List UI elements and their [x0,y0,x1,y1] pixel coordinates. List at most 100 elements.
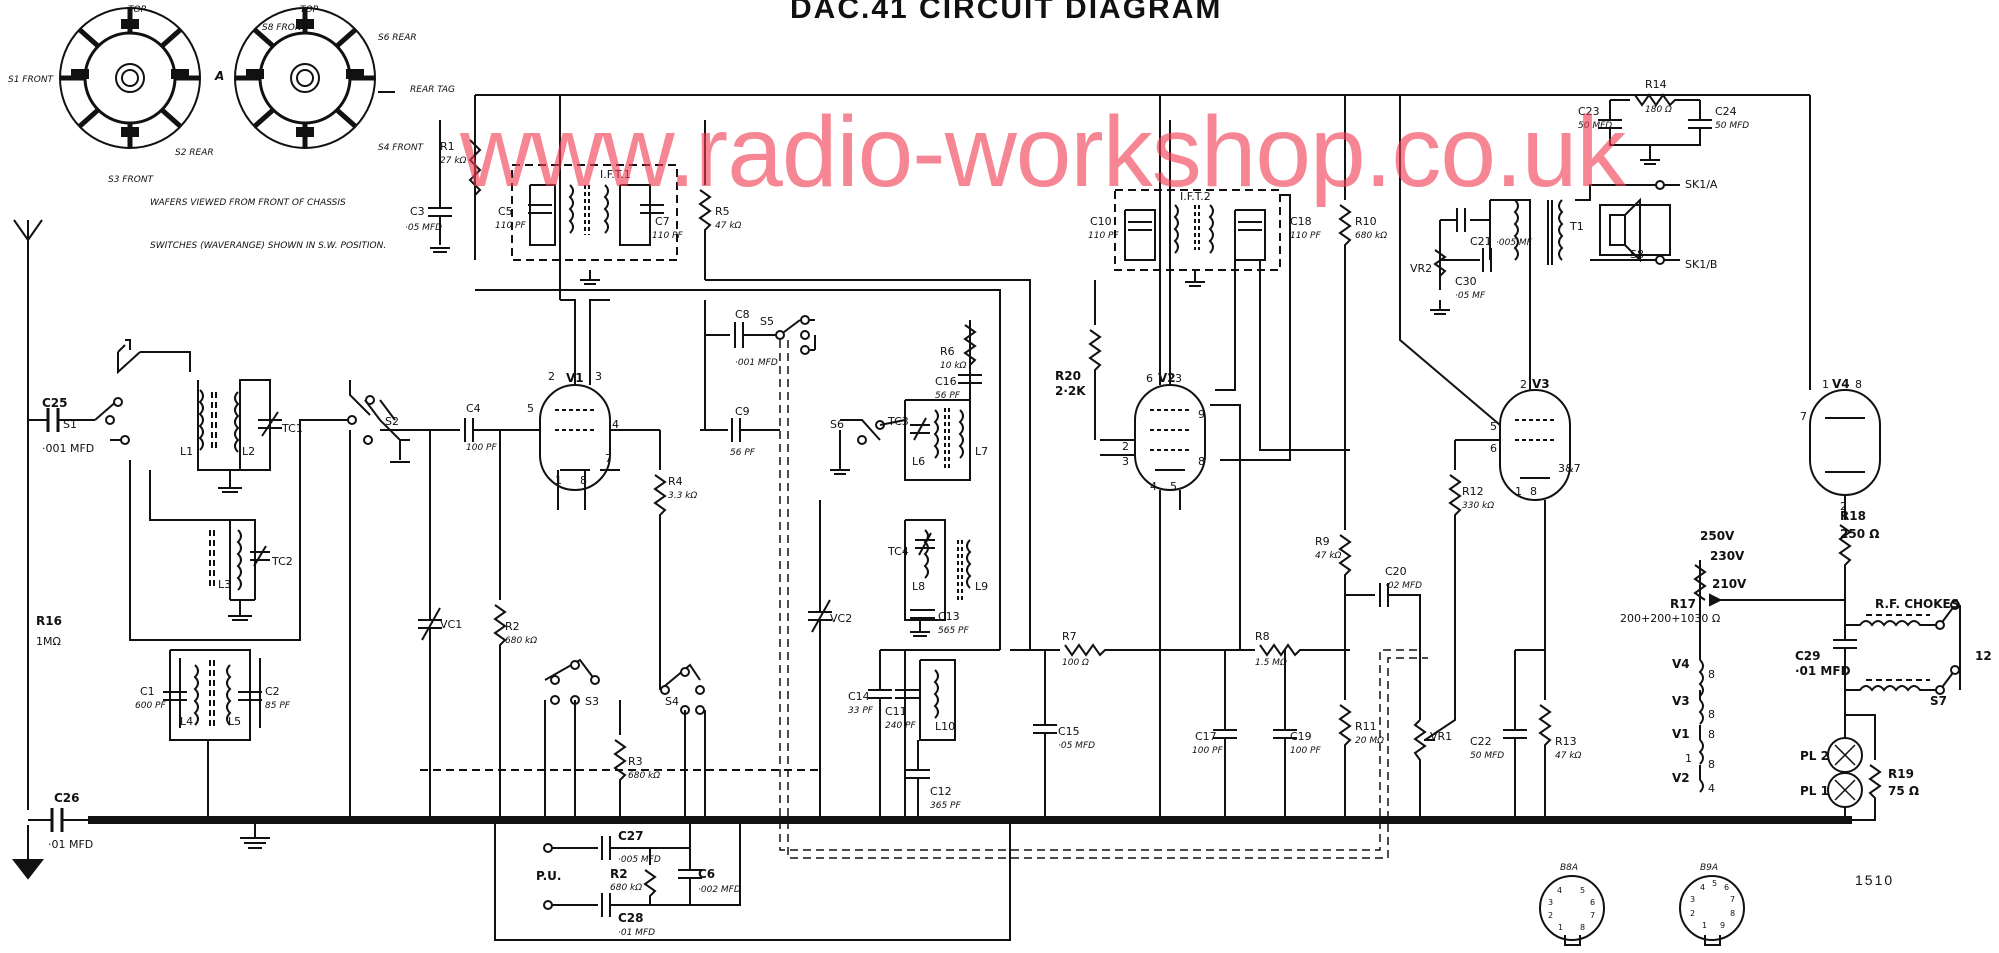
value-c13: 565 PF [938,626,969,636]
label-tc1: TC1 [281,422,303,435]
label-l4: L4 [180,715,193,728]
label-pl2: PL 2 [1800,749,1829,763]
b8a-pin-8: 8 [1580,923,1585,932]
label-c25: C25 [42,396,68,410]
label-c7: C7 [655,215,670,228]
label-ift1: I.F.T.1 [600,168,631,181]
value-c4: 100 PF [466,443,497,453]
wafer-label-s8: S8 FRONT [262,23,309,33]
label-heater-pin-2: 8 [1708,708,1715,721]
b8a-pin-1: 4 [1557,886,1562,895]
wafer-switch-2 [234,7,395,149]
valve-base-b9a [1679,875,1745,941]
valve-v1 [510,299,660,491]
label-b9a: B9A [1700,863,1718,873]
label-heater-v3: V3 [1672,694,1690,708]
label-c13: C13 [938,610,960,623]
pin-v3-1: 2 [1520,378,1527,391]
label-l7: L7 [975,445,988,458]
label-c15: C15 [1058,725,1080,738]
label-c20: C20 [1385,565,1407,578]
label-l1: L1 [180,445,193,458]
label-r6: R5 [715,205,730,218]
b8a-pin-7: 1 [1558,923,1563,932]
value-c3: ·05 MFD [405,223,442,233]
pin-v2-6: 4 [1150,480,1157,493]
value-c22: 50 MFD [1470,751,1504,761]
pin-v2-2: 3 [1175,372,1182,385]
b9a-pin-2: 5 [1712,879,1717,888]
label-r17: R17 [1670,597,1696,611]
pin-v4-1: 1 [1822,378,1829,391]
wafer-top-label-2: TOP [300,5,319,15]
label-tap-210: 210V [1712,577,1747,591]
label-r7: R6 [940,345,955,358]
value-r18: 250 Ω [1840,527,1879,541]
b9a-pin-5: 7 [1730,895,1735,904]
b9a-pin-8: 1 [1702,921,1707,930]
value-c27: ·005 MFD [618,855,661,865]
wafer-switch-1 [59,7,201,149]
watermark-url: www.radio-workshop.co.uk [460,96,1626,208]
label-s8: S8 [1630,248,1644,261]
b8a-pin-6: 7 [1590,911,1595,920]
value-r11: 680 kΩ [1355,231,1387,241]
label-heater-pin-5: 1 [1685,752,1692,765]
value-r3: 680 kΩ [610,883,642,893]
value-c15: ·05 MFD [1058,741,1095,751]
value-c9: 56 PF [730,448,756,458]
value-r15: 180 Ω [1645,105,1672,115]
pin-v1-7: 8 [580,474,587,487]
pin-v2-3: 9 [1198,408,1205,421]
label-s6: S6 [830,418,844,431]
label-c24: C24 [1715,105,1737,118]
label-s3: S3 [585,695,599,708]
value-c29: ·01 MFD [1795,664,1851,678]
label-tc2: TC2 [271,555,293,568]
valve-v3 [1499,389,1571,501]
label-c29: C29 [1795,649,1821,663]
label-c22: C22 [1470,735,1492,748]
pin-v1-2: 3 [595,370,602,383]
label-c27: C27 [618,829,644,843]
label-tap-250: 250V [1700,529,1735,543]
value-c21: ·005 MF [1496,238,1533,248]
value-r13: 330 kΩ [1462,501,1494,511]
wafer-label-s6: S6 REAR [378,33,417,43]
pin-v1-3: 5 [527,402,534,415]
pin-v4-2: 8 [1855,378,1862,391]
b8a-pin-3: 5 [1580,886,1585,895]
wafer-label-s2: S2 REAR [175,148,214,158]
pin-v1-1: 2 [548,370,555,383]
value-c30: ·05 MF [1455,291,1486,301]
label-vr2: VR2 [1410,262,1432,275]
label-t1: T1 [1569,220,1584,233]
b9a-pin-7: 8 [1730,909,1735,918]
label-v1: V1 [566,371,584,385]
value-r6: 47 kΩ [715,221,742,231]
label-r16: R16 [36,614,62,628]
wafer-label-a: A [214,69,224,83]
wafer-labels: TOP TOP S1 FRONT S2 REAR S3 FRONT S8 FRO… [8,5,455,251]
label-c6: C6 [698,867,715,881]
b9a-pin-1: 4 [1700,883,1705,892]
value-r9: 1.5 MΩ [1255,658,1287,668]
label-ift2: I.F.T.2 [1180,190,1211,203]
label-rf-chokes: R.F. CHOKES [1875,597,1959,611]
valve-v4 [1809,389,1881,496]
b8a-pin-4: 2 [1548,911,1553,920]
pin-v2-4: 2 [1122,440,1129,453]
earth-symbol [11,825,45,880]
value-r19: 75 Ω [1888,784,1919,798]
valve-labels: V1 V2 V3 V4 [566,371,1850,391]
label-r1: R1 [440,140,455,153]
label-l9: L9 [975,580,988,593]
wafer-label-s1: S1 FRONT [8,75,55,85]
diagram-title: DAC.41 CIRCUIT DIAGRAM [790,0,1223,25]
label-heater-v4: V4 [1672,657,1690,671]
component-labels: C25 ·001 MFD C26 ·01 MFD R16 1MΩ C3 ·05 … [36,78,1992,938]
valve-base-b8a [1539,875,1605,941]
label-c21: C21 [1470,235,1492,248]
label-l8: L8 [912,580,925,593]
